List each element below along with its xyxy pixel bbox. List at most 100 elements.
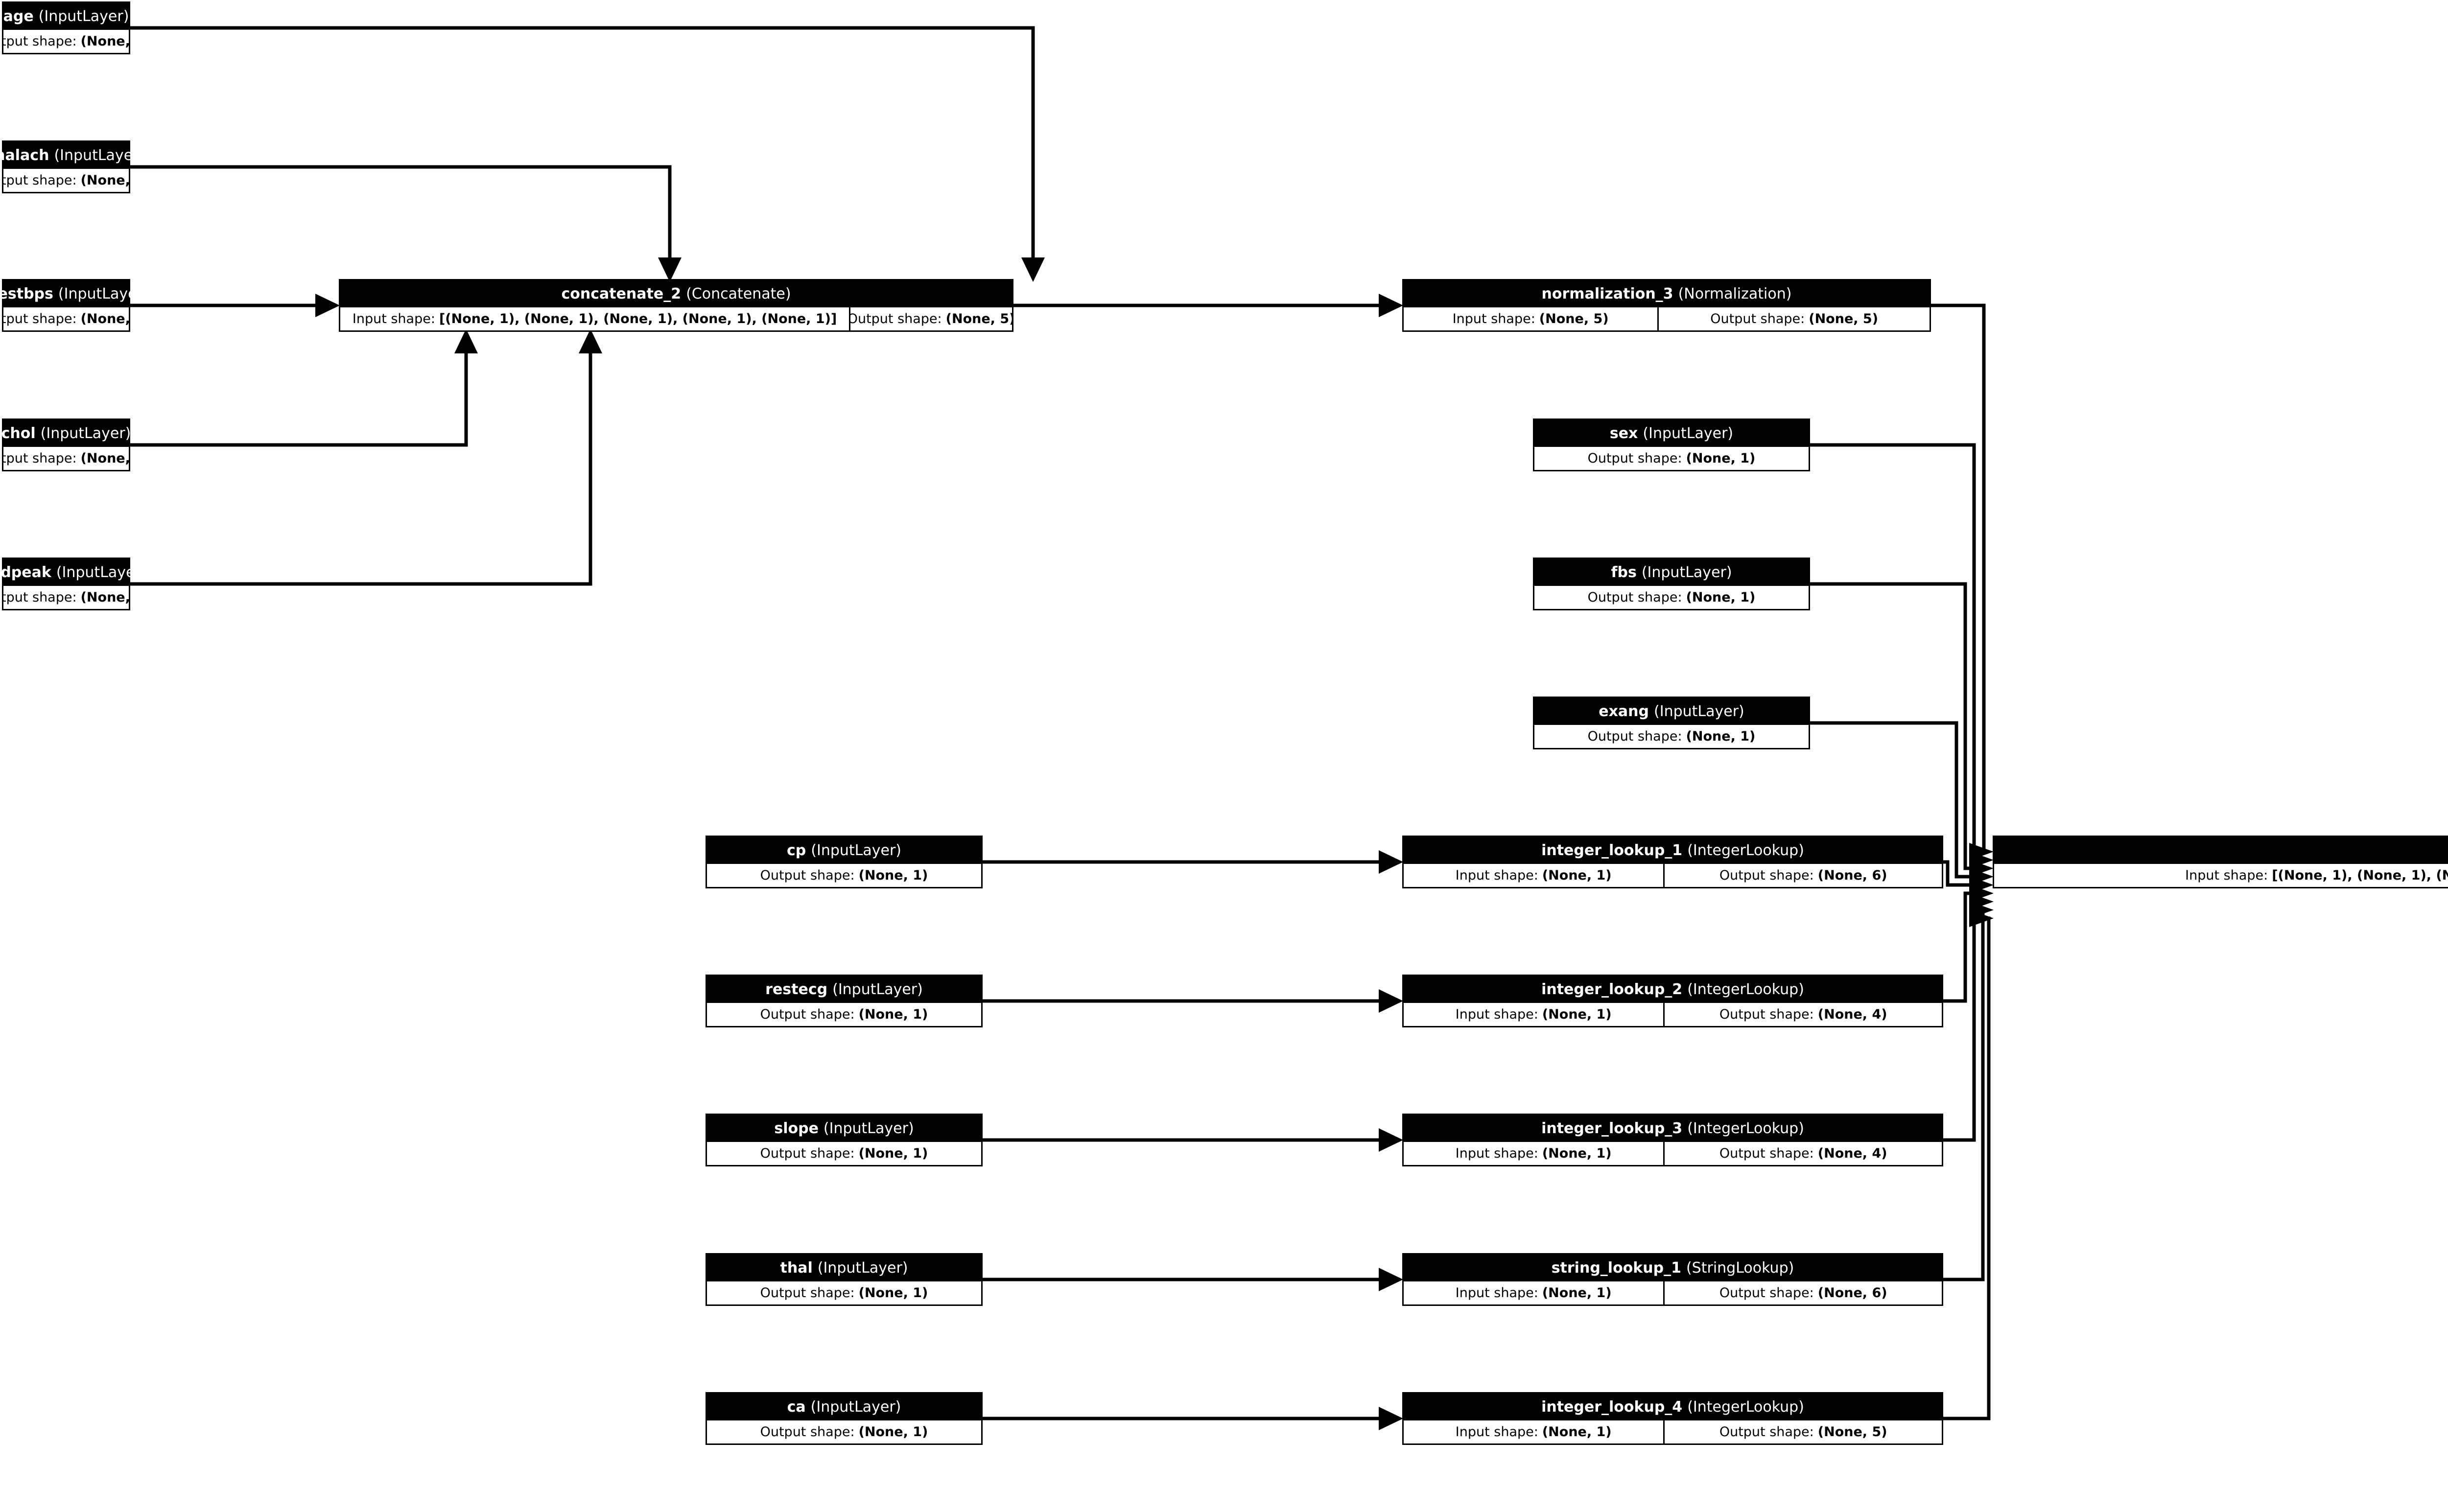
output-shape-label-integer_lookup_1: Output shape: xyxy=(1719,868,1814,883)
node-title-exang: exang(InputLayer) xyxy=(1534,698,1809,725)
output-shape-label-cp: Output shape: xyxy=(760,868,855,883)
input-shape-label-integer_lookup_1: Input shape: xyxy=(1455,868,1538,883)
node-integer_lookup_1[interactable]: integer_lookup_1(IntegerLookup) Input sha… xyxy=(1402,836,1943,888)
node-ca[interactable]: ca(InputLayer)Output shape:(None, 1) xyxy=(706,1392,983,1445)
arrowhead-concat3-4 xyxy=(1969,868,1994,885)
node-type-cp: (InputLayer) xyxy=(811,842,901,859)
node-type-sex: (InputLayer) xyxy=(1643,425,1734,442)
input-shape-value-concatenate_3: [(None, 1), (None, 1), (None, 1), (None,… xyxy=(2272,868,2448,883)
node-title-ca: ca(InputLayer) xyxy=(707,1394,981,1420)
node-title-oldpeak: oldpeak(InputLayer) xyxy=(0,559,147,586)
input-shape-value-normalization_3: (None, 5) xyxy=(1539,311,1609,326)
input-shape-label-concatenate_2: Input shape: xyxy=(352,311,435,326)
output-shape-label-sex: Output shape: xyxy=(1587,451,1682,466)
output-shape-label-normalization_3: Output shape: xyxy=(1710,311,1805,326)
output-shape-label-string_lookup_1: Output shape: xyxy=(1719,1285,1814,1301)
node-normalization_3[interactable]: normalization_3(Normalization)Input shap… xyxy=(1402,279,1931,332)
shape-row-chol: Output shape:(None, 1) xyxy=(3,447,129,470)
edge-integerlookup3-concatenate3 xyxy=(1943,900,1986,1142)
node-name-trestbps: trestbps xyxy=(0,285,53,302)
node-age[interactable]: age(InputLayer)Output shape:(None, 1) xyxy=(2,1,130,54)
output-shape-value-sex: (None, 1) xyxy=(1686,451,1756,466)
node-integer_lookup_4[interactable]: integer_lookup_4(IntegerLookup)Input sha… xyxy=(1402,1392,1943,1445)
input-shape-cell-normalization_3: Input shape:(None, 5) xyxy=(1404,307,1658,330)
output-shape-value-normalization_3: (None, 5) xyxy=(1809,311,1879,326)
output-shape-value-oldpeak: (None, 1) xyxy=(80,590,129,605)
output-shape-cell-integer_lookup_4: Output shape:(None, 5) xyxy=(1665,1420,1942,1443)
output-shape-cell-chol: Output shape:(None, 1) xyxy=(3,447,129,470)
node-type-restecg: (InputLayer) xyxy=(832,981,923,998)
output-shape-cell-slope: Output shape:(None, 1) xyxy=(707,1142,981,1165)
node-thalach[interactable]: thalach(InputLayer)Output shape:(None, 1… xyxy=(0,140,144,193)
node-name-chol: chol xyxy=(1,425,36,442)
arrowhead-concat3-1 xyxy=(1969,843,1994,861)
node-concatenate_3[interactable]: concatenate_3(Concatenate)Input shape:[(… xyxy=(1993,836,2448,888)
edge-integerlookup4-concatenate3 xyxy=(1943,916,1991,1420)
arrowhead-down-age xyxy=(1021,257,1045,282)
node-type-concatenate_2: (Concatenate) xyxy=(686,285,791,302)
node-title-sex: sex(InputLayer) xyxy=(1534,420,1809,447)
output-shape-label-fbs: Output shape: xyxy=(1587,590,1682,605)
shape-row-integer_lookup_4: Input shape:(None, 1)Output shape:(None,… xyxy=(1404,1420,1942,1443)
node-exang[interactable]: exang(InputLayer)Output shape:(None, 1) xyxy=(1533,697,1810,749)
output-shape-cell-integer_lookup_1: Output shape:(None, 6) xyxy=(1665,864,1942,887)
node-string_lookup_1[interactable]: string_lookup_1(StringLookup)Input shape… xyxy=(1402,1253,1943,1306)
edge-age-concatenate2 xyxy=(130,26,1035,272)
node-thal[interactable]: thal(InputLayer)Output shape:(None, 1) xyxy=(706,1253,983,1306)
input-shape-value-integer_lookup_3: (None, 1) xyxy=(1542,1146,1612,1161)
node-oldpeak[interactable]: oldpeak(InputLayer)Output shape:(None, 1… xyxy=(0,558,147,610)
output-shape-cell-ca: Output shape:(None, 1) xyxy=(707,1420,981,1443)
output-shape-label-integer_lookup_3: Output shape: xyxy=(1719,1146,1814,1161)
shape-row-string_lookup_1: Input shape:(None, 1)Output shape:(None,… xyxy=(1404,1281,1942,1304)
input-shape-label-integer_lookup_3: Input shape: xyxy=(1455,1146,1538,1161)
node-type-integer_lookup_1: (IntegerLookup) xyxy=(1687,842,1804,859)
node-title-normalization_3: normalization_3(Normalization) xyxy=(1404,280,1930,307)
output-shape-value-fbs: (None, 1) xyxy=(1686,590,1756,605)
shape-row-concatenate_2: Input shape:[(None, 1), (None, 1), (None… xyxy=(340,307,1012,330)
output-shape-value-integer_lookup_2: (None, 4) xyxy=(1817,1007,1887,1022)
output-shape-label-integer_lookup_2: Output shape: xyxy=(1719,1007,1814,1022)
shape-row-thal: Output shape:(None, 1) xyxy=(707,1281,981,1304)
node-name-integer_lookup_2: integer_lookup_2 xyxy=(1541,981,1683,998)
node-name-thalach: thalach xyxy=(0,147,49,164)
node-restecg[interactable]: restecg(InputLayer)Output shape:(None, 1… xyxy=(706,975,983,1027)
output-shape-label-concatenate_2: Output shape: xyxy=(850,311,942,326)
node-concatenate_2[interactable]: concatenate_2(Concatenate)Input shape:[(… xyxy=(339,279,1013,332)
node-title-restecg: restecg(InputLayer) xyxy=(707,976,981,1003)
arrowhead-down-thalach xyxy=(658,257,682,282)
node-type-normalization_3: (Normalization) xyxy=(1678,285,1792,302)
output-shape-label-chol: Output shape: xyxy=(3,451,77,466)
output-shape-label-restecg: Output shape: xyxy=(760,1007,855,1022)
node-title-integer_lookup_2: integer_lookup_2(IntegerLookup) xyxy=(1404,976,1942,1003)
node-title-trestbps: trestbps(InputLayer) xyxy=(0,280,149,307)
edge-thalach-concatenate2 xyxy=(130,165,672,272)
node-trestbps[interactable]: trestbps(InputLayer)Output shape:(None, … xyxy=(0,279,149,332)
output-shape-label-thal: Output shape: xyxy=(760,1285,855,1301)
node-integer_lookup_3[interactable]: integer_lookup_3(IntegerLookup)Input sha… xyxy=(1402,1114,1943,1166)
node-name-ca: ca xyxy=(787,1398,806,1416)
node-fbs[interactable]: fbs(InputLayer)Output shape:(None, 1) xyxy=(1533,558,1810,610)
arrowhead-concat3-2 xyxy=(1969,851,1994,869)
input-shape-value-integer_lookup_2: (None, 1) xyxy=(1542,1007,1612,1022)
node-cp[interactable]: cp(InputLayer)Output shape:(None, 1) xyxy=(706,836,983,888)
node-type-integer_lookup_2: (IntegerLookup) xyxy=(1687,981,1804,998)
node-chol[interactable]: chol(InputLayer)Output shape:(None, 1) xyxy=(1,419,131,471)
node-sex[interactable]: sex(InputLayer) Output shape: (None, 1) xyxy=(1533,419,1810,471)
edge-stringlookup1-concatenate3 xyxy=(1943,908,1986,1281)
node-title-string_lookup_1: string_lookup_1(StringLookup) xyxy=(1404,1255,1942,1281)
output-shape-value-age: (None, 1) xyxy=(80,34,129,49)
node-title-integer_lookup_1: integer_lookup_1(IntegerLookup) xyxy=(1404,837,1942,864)
node-name-slope: slope xyxy=(774,1120,819,1137)
input-shape-cell-string_lookup_1: Input shape:(None, 1) xyxy=(1404,1281,1664,1304)
node-slope[interactable]: slope(InputLayer)Output shape:(None, 1) xyxy=(706,1114,983,1166)
node-title-concatenate_3: concatenate_3(Concatenate) xyxy=(1994,837,2448,864)
shape-row-fbs: Output shape: (None, 1) xyxy=(1534,586,1809,609)
node-integer_lookup_2[interactable]: integer_lookup_2(IntegerLookup)Input sha… xyxy=(1402,975,1943,1027)
output-shape-cell-restecg: Output shape:(None, 1) xyxy=(707,1003,981,1026)
edge-integerlookup2-concatenate3 xyxy=(1943,891,1986,1003)
input-shape-value-integer_lookup_1: (None, 1) xyxy=(1542,868,1612,883)
output-shape-value-slope: (None, 1) xyxy=(858,1146,928,1161)
node-name-cp: cp xyxy=(787,842,806,859)
node-title-slope: slope(InputLayer) xyxy=(707,1115,981,1142)
arrowhead-right-cp xyxy=(1379,850,1403,874)
